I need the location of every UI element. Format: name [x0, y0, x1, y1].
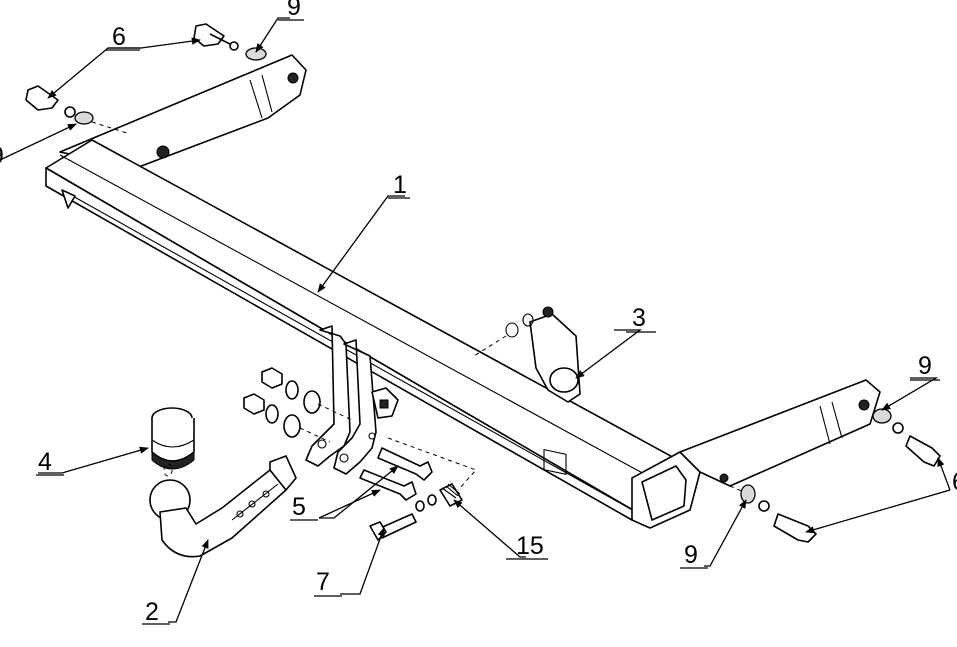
socket-plate: [473, 306, 581, 475]
part-labels: 1 6 9 3 4 2 5 7 15 9 9 6 9: [0, 0, 957, 626]
label-part-5: 5: [292, 493, 306, 521]
label-part-3: 3: [632, 304, 646, 332]
label-underlines: [36, 19, 940, 625]
label-part-9-top: 9: [287, 0, 301, 21]
label-part-1: 1: [393, 171, 407, 199]
right-fasteners: [729, 408, 941, 543]
top-left-fasteners: [25, 23, 267, 135]
label-part-4: 4: [38, 448, 52, 476]
label-part-15: 15: [516, 532, 544, 560]
receiver-brackets: [305, 325, 399, 475]
label-part-9-edge: 9: [0, 142, 4, 170]
label-part-9-bottom: 9: [684, 541, 698, 569]
ball-neck: [149, 455, 297, 558]
label-part-7: 7: [316, 568, 330, 596]
leader-lines: [0, 17, 951, 623]
label-part-2: 2: [145, 598, 159, 626]
label-part-9-right: 9: [918, 352, 932, 380]
ball-cover: [151, 407, 195, 477]
label-part-6-edge: 6: [952, 468, 957, 496]
label-part-6: 6: [112, 23, 126, 51]
